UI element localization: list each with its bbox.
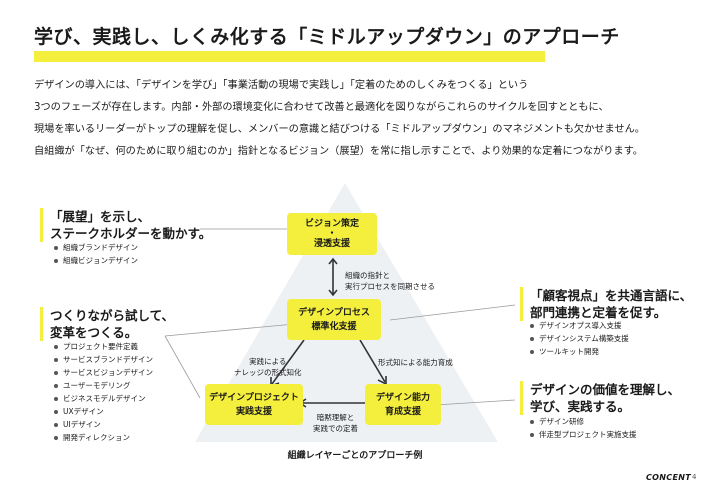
intro-text: デザインの導入には、「デザインを学び」「事業活動の現場で実践し」「定着のためのし…: [34, 75, 684, 163]
list-item: デザイン研修: [530, 415, 637, 428]
box-vision: ビジョン策定 ・ 浸透支援: [287, 213, 377, 255]
list-item: ツールキット開発: [530, 345, 629, 358]
intro-line: 3つのフェーズが存在します。内部・外部の環境変化に合わせて改善と最適化を図りなが…: [34, 102, 609, 113]
list-item: デザインオプス導入支援: [530, 319, 629, 332]
right-bottom-heading: デザインの価値を理解し、 学び、実践する。: [520, 381, 680, 415]
list-item-label: デザインオプス導入支援: [539, 321, 622, 330]
bullet-icon: [54, 410, 58, 414]
list-item: デザインシステム構築支援: [530, 332, 629, 345]
left-bottom-list: プロジェクト要件定義 サービスブランドデザイン サービスビジョンデザイン ユーザ…: [54, 340, 153, 444]
right-top-list: デザインオプス導入支援 デザインシステム構築支援 ツールキット開発: [530, 319, 629, 358]
label-line: 実践での定着: [313, 424, 358, 433]
list-item: UIデザイン: [54, 418, 153, 431]
box-process: デザインプロセス 標準化支援: [287, 299, 381, 340]
list-item: 開発ディレクション: [54, 431, 153, 444]
page-number: 4: [692, 473, 697, 481]
list-item: サービスブランドデザイン: [54, 353, 153, 366]
bullet-icon: [54, 371, 58, 375]
connector-left-bottom-2: [164, 335, 201, 399]
bullet-icon: [54, 436, 58, 440]
list-item-label: ツールキット開発: [539, 347, 599, 356]
list-item-label: ユーザーモデリング: [63, 381, 131, 390]
label-line: 実行プロセスを同期させる: [345, 282, 435, 291]
list-item-label: デザインシステム構築支援: [539, 334, 629, 343]
bullet-icon: [54, 345, 58, 349]
list-item-label: サービスブランドデザイン: [63, 355, 153, 364]
box-label: 浸透支援: [313, 239, 350, 249]
box-project: デザインプロジェクト 実践支援: [205, 384, 303, 425]
bullet-icon: [530, 337, 534, 341]
heading-line: つくりながら試して、: [50, 308, 175, 323]
intro-line: デザインの導入には、「デザインを学び」「事業活動の現場で実践し」「定着のためのし…: [34, 80, 529, 91]
left-top-list: 組織ブランドデザイン 組織ビジョンデザイン: [54, 241, 138, 267]
connector-right-top: [389, 304, 516, 321]
bullet-icon: [54, 423, 58, 427]
intro-line: 現場を率いるリーダーがトップの理解を促し、メンバーの意識と結びつける「ミドルアッ…: [34, 124, 645, 135]
box-label: 育成支援: [384, 406, 421, 417]
list-item-label: UXデザイン: [63, 407, 104, 416]
box-label: デザインプロセス: [298, 307, 370, 318]
connector-right-bottom: [434, 399, 516, 406]
company-logo: CONCENT: [646, 473, 691, 482]
box-label: デザインプロジェクト: [209, 392, 299, 403]
bullet-icon: [54, 259, 58, 263]
title-block: 学び、実践し、しくみ化する「ミドルアップダウン」のアプローチ: [34, 22, 620, 62]
heading-line: 変革をつくる。: [50, 325, 138, 340]
bullet-icon: [54, 397, 58, 401]
diagram-caption: 組織レイヤーごとのアプローチ例: [287, 451, 423, 461]
label-line: ナレッジの形式知化: [234, 368, 302, 377]
bullet-icon: [54, 384, 58, 388]
page-title: 学び、実践し、しくみ化する「ミドルアップダウン」のアプローチ: [34, 26, 620, 48]
label-line: 実践による: [249, 357, 287, 366]
box-label: ・: [327, 229, 337, 239]
list-item-label: プロジェクト要件定義: [63, 342, 138, 351]
bullet-icon: [54, 246, 58, 250]
list-item-label: 伴走型プロジェクト実施支援: [539, 430, 637, 439]
label-line: 組織の指針と: [345, 271, 390, 280]
list-item-label: ビジネスモデルデザイン: [63, 394, 146, 403]
list-item: プロジェクト要件定義: [54, 340, 153, 353]
list-item: 組織ブランドデザイン: [54, 241, 138, 254]
heading-line: 学び、実践する。: [530, 399, 631, 414]
box-label: 実践支援: [235, 406, 272, 417]
list-item: 組織ビジョンデザイン: [54, 254, 138, 267]
list-item-label: デザイン研修: [539, 417, 584, 426]
box-label: ビジョン策定: [304, 219, 359, 229]
left-bottom-heading: つくりながら試して、 変革をつくる。: [40, 307, 174, 341]
bullet-icon: [530, 433, 534, 437]
heading-line: 部門連携と定着を促す。: [530, 305, 667, 320]
box-capability: デザイン能力 育成支援: [365, 384, 441, 425]
connector-left-bottom: [164, 323, 296, 337]
right-bottom-list: デザイン研修 伴走型プロジェクト実施支援: [530, 415, 637, 441]
list-item: ビジネスモデルデザイン: [54, 392, 153, 405]
bullet-icon: [54, 358, 58, 362]
label-sync: 組織の指針と 実行プロセスを同期させる: [345, 270, 435, 292]
box-label: デザイン能力: [375, 392, 430, 403]
bullet-icon: [530, 324, 534, 328]
label-capability: 形式知による能力育成: [378, 358, 453, 367]
box-label: 標準化支援: [311, 321, 357, 332]
heading-line: デザインの価値を理解し、: [530, 382, 681, 397]
list-item: 伴走型プロジェクト実施支援: [530, 428, 637, 441]
list-item: ユーザーモデリング: [54, 379, 153, 392]
heading-line: ステークホルダーを動かす。: [50, 226, 212, 241]
right-top-heading: 「顧客視点」を共通言語に、 部門連携と定着を促す。: [520, 287, 692, 321]
label-knowledge: 実践による ナレッジの形式知化: [234, 356, 302, 378]
list-item-label: 開発ディレクション: [63, 433, 130, 442]
list-item-label: サービスビジョンデザイン: [63, 368, 153, 377]
list-item-label: 組織ビジョンデザイン: [63, 256, 138, 265]
label-tacit: 暗黙理解と 実践での定着: [313, 412, 358, 434]
list-item: UXデザイン: [54, 405, 153, 418]
list-item-label: UIデザイン: [63, 420, 101, 429]
title-highlight: [34, 51, 545, 62]
heading-line: 「展望」を示し、: [50, 209, 151, 224]
list-item: サービスビジョンデザイン: [54, 366, 153, 379]
bullet-icon: [530, 420, 534, 424]
heading-line: 「顧客視点」を共通言語に、: [530, 288, 693, 303]
left-top-heading: 「展望」を示し、 ステークホルダーを動かす。: [40, 208, 211, 242]
label-line: 暗黙理解と: [316, 413, 355, 422]
list-item-label: 組織ブランドデザイン: [63, 243, 138, 252]
bullet-icon: [530, 350, 534, 354]
intro-line: 自組織が「なぜ、何のために取り組むのか」指針となるビジョン（展望）を常に指し示す…: [34, 146, 643, 157]
